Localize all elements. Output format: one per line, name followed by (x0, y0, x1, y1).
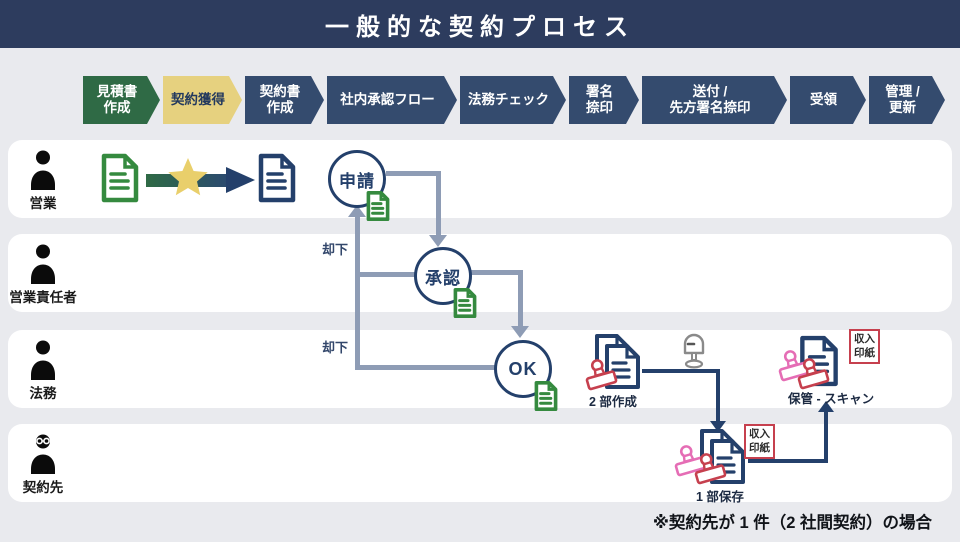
lane-head-partner: 契約先 (8, 434, 78, 496)
connector-keep-store (748, 459, 828, 463)
estimate-document-icon (101, 153, 139, 203)
stamp-icon-pink (674, 445, 707, 477)
lane-label-partner: 契約先 (22, 480, 64, 495)
stamp-icon-red (694, 453, 727, 485)
node-approve: 承認 (414, 247, 472, 305)
lane-label-sales-manager: 営業責任者 (9, 290, 77, 305)
lane-label-legal: 法務 (29, 386, 57, 401)
arrowhead-to-ok (511, 326, 529, 338)
mailbox-icon (683, 333, 705, 369)
connector-apply-approve-v (436, 171, 441, 237)
arrowhead-to-apply (348, 205, 366, 217)
ok-doc-badge-icon (534, 381, 558, 411)
stage-internal-approval: 社内承認フロー (327, 76, 457, 124)
lane-head-sales: 営業 (8, 150, 78, 212)
reject-line-vertical (355, 216, 360, 370)
stage-manage-renew: 管理 / 更新 (869, 76, 945, 124)
connector-approve-ok (471, 270, 523, 275)
approve-doc-badge-icon (453, 288, 477, 318)
stage-draft-contract: 契約書 作成 (245, 76, 324, 124)
lane-head-legal: 法務 (8, 340, 78, 402)
person-glasses-icon (31, 434, 55, 474)
page-title: 一般的な契約プロセス (325, 13, 635, 41)
revenue-stamp-tag-store: 収入 印紙 (849, 329, 880, 365)
connector-copies-keep-v (716, 369, 720, 423)
stage-legal-check: 法務チェック (460, 76, 566, 124)
stage-receive: 受領 (790, 76, 866, 124)
header-bar: 一般的な契約プロセス (0, 0, 960, 48)
reject-label-upper: 却下 (322, 242, 349, 257)
lane-head-sales-manager: 営業責任者 (8, 244, 78, 306)
stage-sign-seal: 署名 捺印 (569, 76, 639, 124)
arrowhead-to-approve (429, 235, 447, 247)
reject-line-from-approve (357, 272, 415, 277)
lane-label-sales: 営業 (29, 196, 57, 211)
reject-line-from-ok (357, 365, 495, 370)
stamp-icon-red (585, 359, 618, 391)
process-bar: 見積書 作成 契約獲得 契約書 作成 社内承認フロー 法務チェック 署名 捺印 … (83, 76, 945, 124)
star-icon (168, 158, 208, 196)
arrowhead-to-keep (710, 421, 726, 432)
stage-win-contract: 契約獲得 (163, 76, 242, 124)
stamp-icon-red (797, 358, 830, 390)
connector-approve-ok-v (518, 270, 523, 328)
two-copies-label: 2 部作成 (589, 395, 637, 409)
keep-copy-label: 1 部保存 (696, 490, 744, 504)
lane-partner (8, 424, 952, 502)
connector-keep-store-v (824, 410, 828, 462)
stage-estimate: 見積書 作成 (83, 76, 160, 124)
connector-copies-keep (642, 369, 720, 373)
revenue-stamp-tag-keep: 収入 印紙 (744, 424, 775, 460)
person-icon (31, 340, 55, 380)
contract-document-icon (258, 153, 296, 203)
apply-doc-badge-icon (366, 191, 390, 221)
person-icon (31, 244, 55, 284)
stage-send-countersign: 送付 / 先方署名捺印 (642, 76, 787, 124)
node-apply: 申請 (328, 150, 386, 208)
arrowhead-to-store (818, 401, 834, 412)
footnote: ※契約先が 1 件（2 社間契約）の場合 (652, 514, 932, 532)
reject-label-lower: 却下 (322, 340, 349, 355)
connector-apply-approve (386, 171, 441, 176)
person-icon (31, 150, 55, 190)
store-scan-label: 保管 - スキャン (788, 392, 875, 406)
convert-arrow-head (226, 167, 255, 193)
